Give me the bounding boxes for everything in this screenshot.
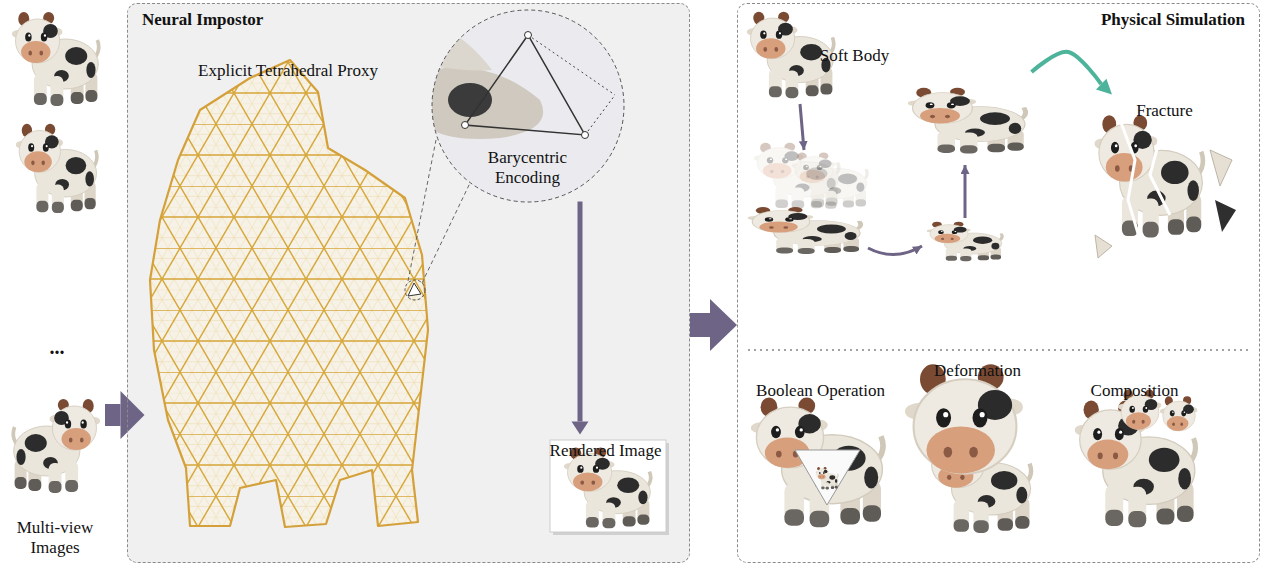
fragment — [1095, 235, 1112, 258]
arrow-head — [572, 422, 589, 435]
cow-render — [564, 447, 651, 528]
image-stack: Multi-view Images — [5, 5, 105, 562]
zoom-marker-triangle — [408, 283, 421, 296]
dashed-panel: Soft Body FractureBoolean OperationDeform… — [737, 3, 1260, 563]
small-cow — [815, 467, 838, 490]
flow-arrow — [105, 391, 145, 439]
arrow-shaft — [578, 202, 583, 422]
zoom-leader — [408, 140, 436, 281]
squashed-cow — [927, 222, 1003, 261]
divider — [748, 350, 1250, 351]
simulation-figure: Composition — [1060, 375, 1210, 562]
boolean-figure — [751, 398, 883, 528]
cycle-arrow — [964, 165, 967, 218]
deformation-figure — [905, 364, 1031, 533]
flattened-cow — [908, 88, 1026, 154]
big-head — [905, 364, 1023, 473]
fragment — [1210, 150, 1232, 186]
cow-view — [12, 12, 99, 106]
crack — [1120, 120, 1140, 240]
barycentric-triangle — [465, 35, 585, 135]
simulation-figure: Deformation — [902, 355, 1054, 562]
vertex — [525, 32, 532, 39]
zoom-circle: Barycentric Encoding — [432, 10, 624, 202]
simulation-figure: Boolean Operation — [742, 375, 900, 562]
render-figure: Rendered Image — [540, 435, 672, 562]
vertex — [462, 122, 469, 129]
ellipsis-label: ... — [27, 336, 87, 358]
zoom-ground — [432, 10, 624, 202]
fur — [432, 20, 492, 71]
flow-arrow — [690, 299, 737, 351]
panel-ground — [127, 3, 690, 563]
node-label: Multi-view Images — [5, 518, 105, 558]
boolean-hole — [795, 450, 860, 505]
simulation-figure: Soft Body — [742, 40, 1032, 290]
fragment — [1215, 200, 1236, 232]
cow-view — [13, 399, 100, 493]
crack — [1150, 130, 1170, 215]
zoom-outline — [432, 10, 624, 202]
cycle-arrow — [800, 104, 804, 150]
arrow-head — [121, 391, 145, 439]
node-label: Explicit Tetrahedral Proxy — [149, 61, 428, 556]
flow-arrow — [572, 202, 589, 435]
fur — [432, 67, 543, 139]
node-label: Fracture — [1089, 101, 1241, 286]
fur-texture — [432, 20, 543, 139]
squashed-cow — [747, 207, 860, 254]
fracture-figure — [1094, 115, 1236, 258]
tetrahedral-mesh — [150, 60, 470, 527]
mesh-wire — [150, 60, 428, 527]
node-label: Rendered Image — [544, 441, 668, 558]
simulation-figure: Fracture — [1085, 95, 1245, 290]
fur-spot — [448, 83, 492, 117]
barycentric-dotted — [528, 35, 615, 95]
arrow-head — [710, 299, 737, 351]
mesh-figure: Explicit Tetrahedral Proxy — [145, 55, 432, 560]
ghost-cow — [792, 152, 868, 208]
extra-head — [1160, 396, 1197, 431]
cow-view — [16, 124, 97, 213]
flow-arrow — [1032, 52, 1113, 95]
cow-view — [13, 399, 100, 493]
composition-figure — [1075, 390, 1198, 528]
panel-heading: Physical Simulation — [1101, 10, 1245, 30]
mesh-outline — [150, 60, 428, 527]
cow — [1094, 115, 1203, 237]
node-label: Composition — [1064, 381, 1206, 558]
cycle-arrow — [868, 246, 922, 255]
mesh-fine — [150, 60, 428, 527]
multi-view-images — [12, 12, 100, 493]
node-label: Boolean Operation — [746, 381, 896, 558]
node-label: Deformation — [906, 361, 1050, 558]
arrow-shaft — [105, 404, 121, 426]
barycentric-dotted — [585, 95, 615, 135]
arrow-shaft — [690, 313, 710, 337]
cow — [751, 398, 883, 528]
dashed-panel: Explicit Tetrahedral Proxy Barycentric En… — [127, 3, 690, 563]
node-label: Soft Body — [785, 46, 925, 286]
vertex — [582, 132, 589, 139]
zoom-leader — [422, 183, 470, 283]
panel-heading: Neural Impostor — [142, 10, 263, 30]
arrow-shaft — [1032, 52, 1102, 84]
zoom-view — [432, 10, 624, 202]
arrow-head — [1096, 79, 1112, 95]
mesh-fill — [150, 60, 428, 527]
node-label: Barycentric Encoding — [463, 148, 593, 188]
